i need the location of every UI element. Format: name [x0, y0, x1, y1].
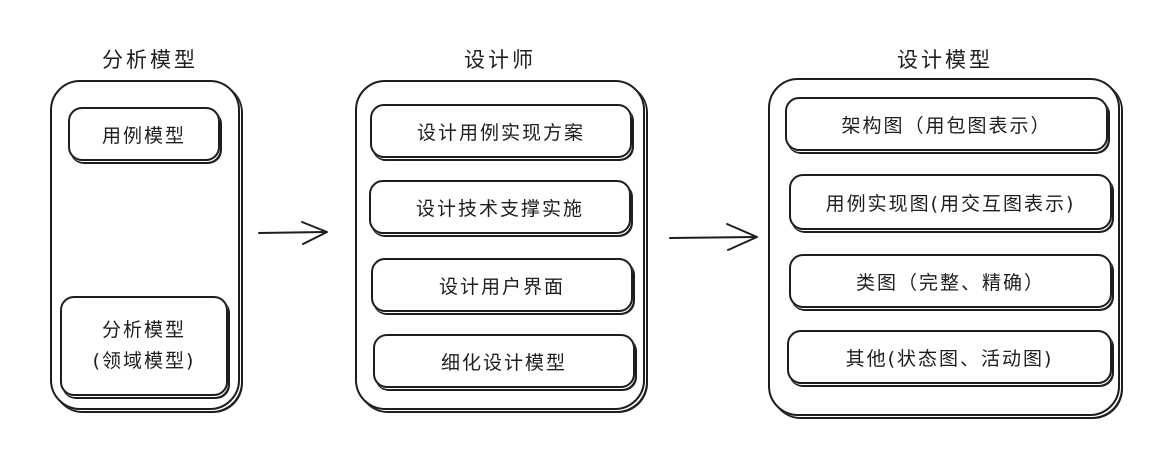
design-item-class-diagram: 类图（完整、精确） — [789, 254, 1112, 308]
designer-item-label: 设计用户界面 — [438, 275, 565, 298]
arrow-to-designer — [258, 221, 328, 245]
domain-model-box: 分析模型 (领域模型) — [60, 296, 228, 396]
designer-item-refine-design-model: 细化设计模型 — [373, 334, 635, 388]
design-item-label: 架构图（用包图表示） — [841, 114, 1052, 137]
designer-item-tech-support: 设计技术支撑实施 — [369, 180, 631, 234]
analysis-model-container — [50, 80, 240, 410]
design-item-use-case-realization: 用例实现图(用交互图表示) — [789, 174, 1112, 230]
design-item-label: 类图（完整、精确） — [855, 271, 1045, 294]
analysis-model-title: 分析模型 — [102, 48, 198, 72]
domain-model-label-line2: (领域模型) — [92, 350, 196, 372]
designer-item-use-case-realization: 设计用例实现方案 — [370, 104, 632, 158]
designer-item-user-interface: 设计用户界面 — [371, 258, 633, 312]
design-item-architecture: 架构图（用包图表示） — [785, 97, 1108, 151]
design-model-container — [768, 78, 1120, 416]
domain-model-label-line1: 分析模型 — [101, 319, 186, 341]
designer-title: 设计师 — [464, 48, 536, 72]
design-model-title: 设计模型 — [897, 48, 993, 72]
designer-container — [355, 80, 645, 410]
arrow-to-design-model — [669, 223, 758, 251]
designer-item-label: 设计技术支撑实施 — [415, 197, 584, 220]
design-item-label: 其他(状态图、活动图) — [845, 347, 1054, 370]
design-item-label: 用例实现图(用交互图表示) — [825, 192, 1076, 215]
use-case-model-label: 用例模型 — [101, 124, 186, 147]
designer-item-label: 细化设计模型 — [440, 351, 567, 374]
use-case-model-box: 用例模型 — [68, 107, 220, 161]
designer-item-label: 设计用例实现方案 — [416, 121, 585, 144]
design-item-other-diagrams: 其他(状态图、活动图) — [787, 330, 1112, 384]
